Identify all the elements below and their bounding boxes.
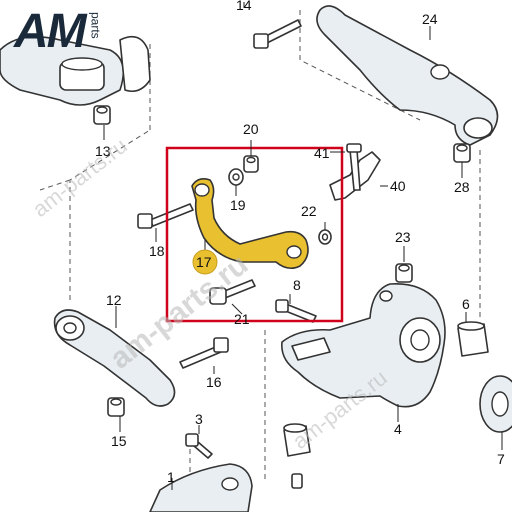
- callout-20: 20: [243, 121, 259, 137]
- part-28-nut: [453, 143, 471, 163]
- callout-15: 15: [111, 433, 127, 449]
- part-4-wheel-carrier: [281, 283, 446, 408]
- callout-40: 40: [390, 178, 406, 194]
- part-1-lower-arm: [149, 463, 253, 512]
- callout-17-badge: 17: [192, 249, 218, 275]
- wheel-knuckle-part: [0, 35, 151, 106]
- leader-lines: [103, 2, 503, 490]
- highlight-frame: [165, 146, 344, 323]
- callout-labels: 14 24 13 20 41 28 40 19 22 18 23 8 12 21…: [95, 0, 505, 485]
- part-7-wheel-hub: [479, 375, 512, 433]
- part-15-nut: [107, 397, 125, 417]
- callout-19: 19: [230, 197, 246, 213]
- callout-16: 16: [206, 374, 222, 390]
- callout-8: 8: [293, 277, 301, 293]
- bushing-part: [283, 423, 311, 489]
- part-6-bushing: [457, 321, 489, 357]
- part-13-nut: [93, 105, 111, 125]
- part-12-lower-link: [53, 309, 176, 407]
- callout-23: 23: [395, 229, 411, 245]
- callout-4: 4: [394, 421, 402, 437]
- construction-lines: [39, 10, 481, 500]
- part-14-bolt: [253, 19, 302, 49]
- watermark-left: am-parts.ru: [28, 133, 132, 222]
- part-16-bolt: [179, 337, 229, 369]
- callout-28: 28: [454, 179, 470, 195]
- callout-6: 6: [462, 296, 470, 312]
- part-24-upper-link: [316, 5, 499, 146]
- part-3-bolt: [185, 433, 213, 459]
- logo-subtext: parts: [88, 12, 103, 39]
- callout-7: 7: [497, 451, 505, 467]
- am-parts-logo: AM parts: [14, 6, 103, 58]
- logo-text: AM: [14, 5, 87, 58]
- watermark-center: am-parts.ru: [104, 248, 254, 376]
- highlighted-assembly: [137, 146, 344, 323]
- callout-24: 24: [422, 11, 438, 27]
- callout-14: 14: [236, 0, 252, 13]
- callout-13: 13: [95, 143, 111, 159]
- callout-1: 1: [167, 469, 175, 485]
- callout-17: 17: [196, 254, 212, 270]
- callout-3: 3: [195, 411, 203, 427]
- callout-22: 22: [301, 203, 317, 219]
- part-23-nut: [395, 263, 413, 283]
- callout-41: 41: [314, 145, 330, 161]
- callout-18: 18: [149, 243, 165, 259]
- callout-21: 21: [234, 311, 250, 327]
- callout-12: 12: [106, 292, 122, 308]
- part-17-upper-control-arm: [191, 178, 309, 270]
